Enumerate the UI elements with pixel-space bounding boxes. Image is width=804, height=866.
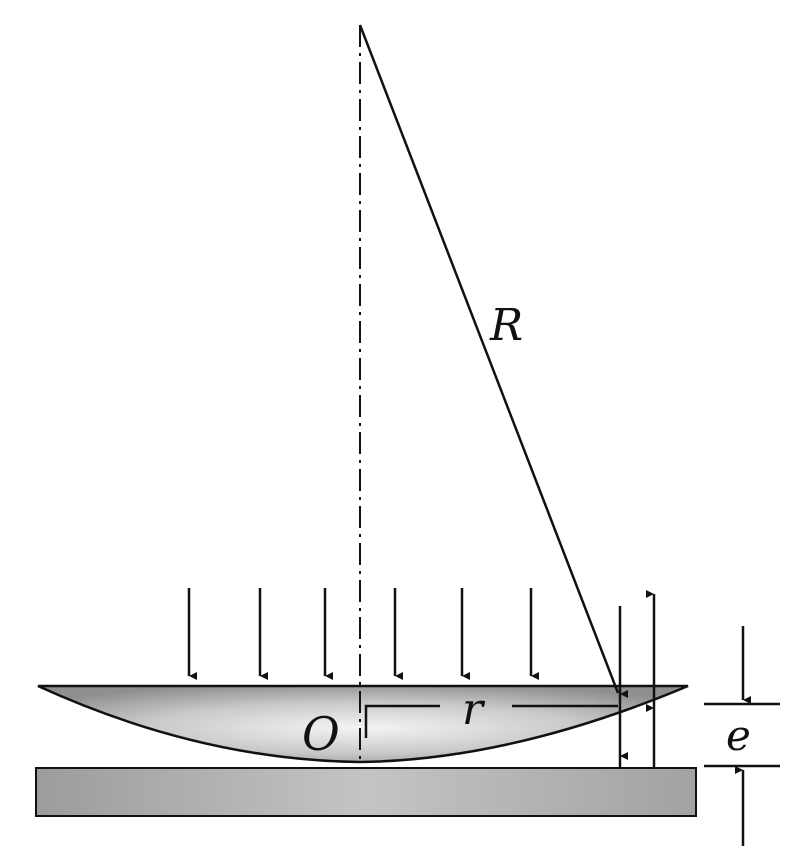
r-dimension-bracket (364, 704, 440, 738)
e-dimension (704, 626, 780, 846)
label-e: e (726, 711, 751, 760)
glass-plate (35, 767, 697, 817)
label-R: R (489, 300, 523, 351)
edge-light-path (618, 590, 656, 768)
incident-light-arrows (187, 588, 539, 680)
radius-line (358, 24, 620, 694)
label-r: r (462, 684, 486, 735)
label-O: O (302, 707, 340, 761)
plano-convex-lens (37, 684, 689, 764)
